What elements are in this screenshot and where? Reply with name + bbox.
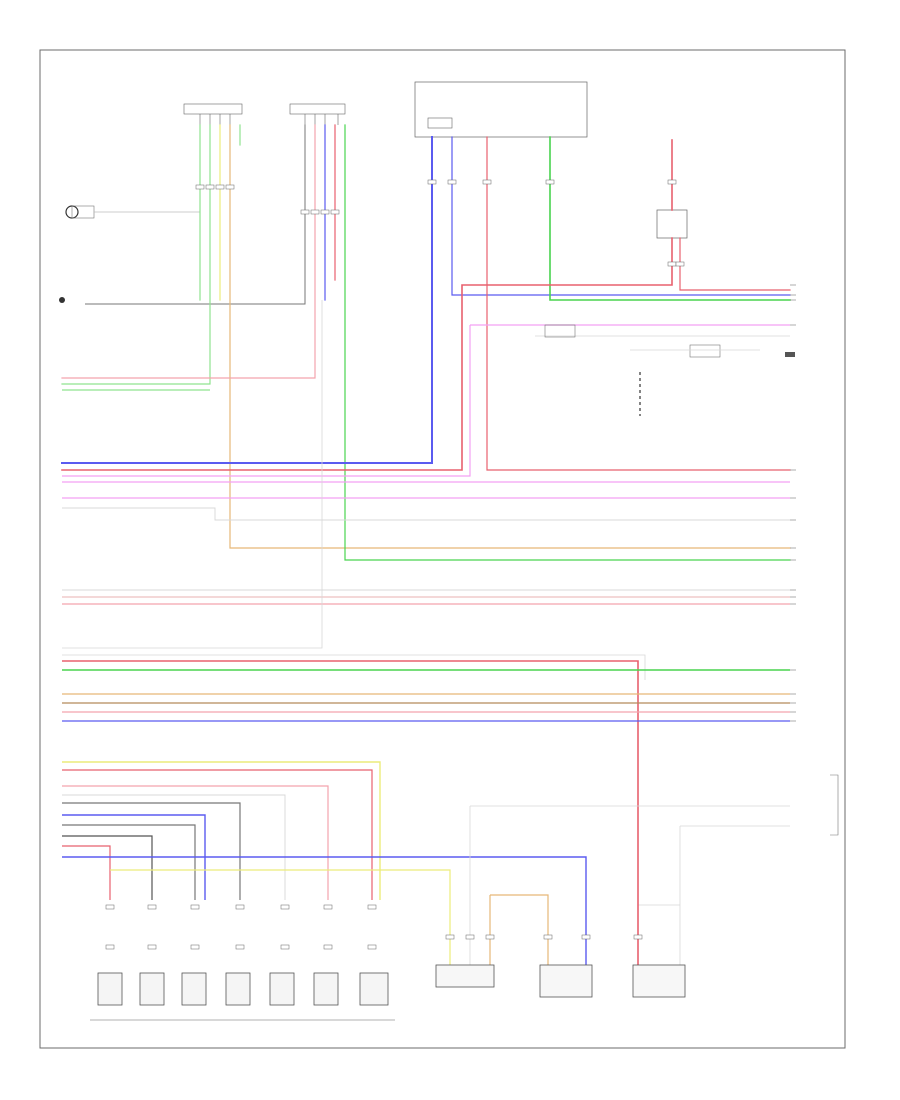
top-center-module-inner-box bbox=[427, 117, 453, 129]
horizontal-bus-middle bbox=[62, 300, 790, 880]
solenoid-1 bbox=[97, 972, 123, 1006]
vertical-wires bbox=[61, 124, 791, 561]
right-bracket bbox=[830, 774, 839, 836]
bottom-solenoid-row bbox=[90, 972, 395, 1021]
right-mid-ground-box bbox=[785, 352, 795, 357]
diagram-frame bbox=[39, 49, 846, 1049]
bottom-sensor-modules bbox=[435, 964, 686, 998]
solenoid-2 bbox=[139, 972, 165, 1006]
top-mid-connector-group bbox=[289, 103, 346, 125]
bottom-sensor-a bbox=[435, 964, 495, 988]
top-center-module-box bbox=[414, 81, 588, 138]
solenoid-4 bbox=[225, 972, 251, 1006]
left-sensor-2 bbox=[59, 297, 305, 305]
right-sensor-branch bbox=[535, 324, 790, 416]
upper-pin-markers bbox=[195, 179, 685, 267]
horizontal-bus-upper bbox=[62, 324, 790, 521]
solenoid-7 bbox=[359, 972, 389, 1006]
left-sensor-1 bbox=[65, 205, 200, 219]
connector-pin-markers bbox=[105, 904, 643, 950]
lower-wire-group bbox=[62, 761, 790, 965]
right-edge-terminals bbox=[790, 284, 796, 722]
horizontal-bus-lower bbox=[62, 693, 790, 722]
solenoid-6 bbox=[313, 972, 339, 1006]
bottom-sensor-c bbox=[632, 964, 686, 998]
bottom-sensor-b bbox=[539, 964, 593, 998]
top-right-relay-box bbox=[656, 209, 688, 239]
top-left-connector-group bbox=[183, 103, 243, 125]
solenoid-3 bbox=[181, 972, 207, 1006]
solenoid-5 bbox=[269, 972, 295, 1006]
